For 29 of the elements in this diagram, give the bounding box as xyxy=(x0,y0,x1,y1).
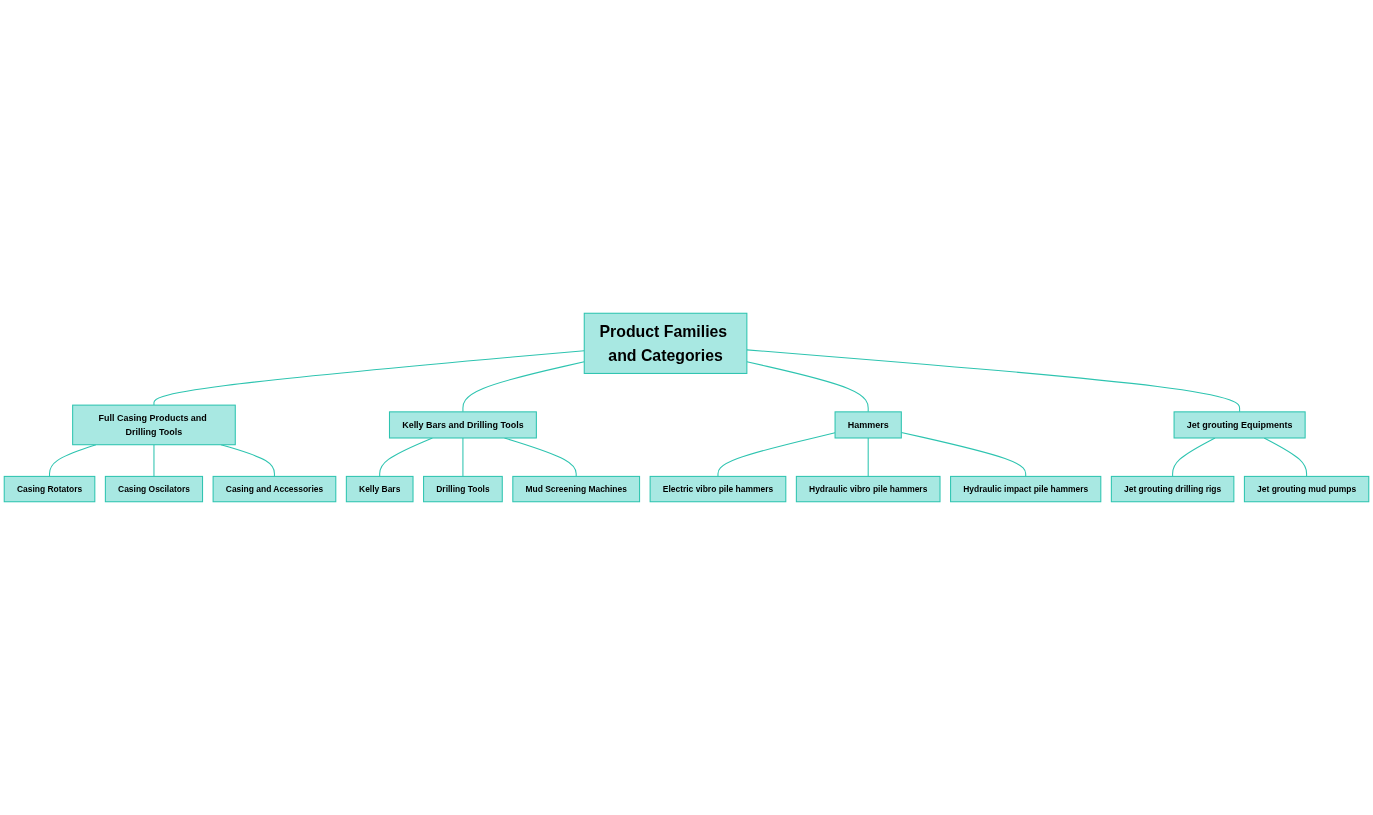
connector xyxy=(220,444,275,477)
connector xyxy=(49,444,97,477)
connector xyxy=(746,361,869,413)
node-box: Kelly Bars and Drilling Tools xyxy=(388,411,537,439)
node-box: Casing and Accessories xyxy=(212,475,337,503)
node-box: Hammers xyxy=(834,411,902,439)
node-box: Kelly Bars xyxy=(345,475,414,503)
connector xyxy=(462,361,585,413)
node-box: Electric vibro pile hammers xyxy=(649,475,787,503)
node-box: Product Families and Categories xyxy=(583,312,748,374)
connector xyxy=(746,349,1241,413)
node-box: Jet grouting mud pumps xyxy=(1243,475,1370,503)
node-box: Hydraulic impact pile hammers xyxy=(950,475,1102,503)
connector xyxy=(717,432,836,477)
node-box: Mud Screening Machines xyxy=(512,475,641,503)
node-box: Jet grouting Equipments xyxy=(1173,411,1306,439)
node-box: Hydraulic vibro pile hammers xyxy=(795,475,941,503)
node-box: Jet grouting drilling rigs xyxy=(1110,475,1235,503)
connector xyxy=(153,444,155,477)
connector xyxy=(379,437,433,477)
node-box: Casing Rotators xyxy=(3,475,96,503)
connector xyxy=(462,437,464,477)
connector xyxy=(153,350,585,406)
connector xyxy=(867,437,869,477)
connector xyxy=(1172,437,1216,477)
node-box: Drilling Tools xyxy=(423,475,503,503)
node-box: Casing Oscilators xyxy=(104,475,204,503)
node-box: Full Casing Products and Drilling Tools xyxy=(72,404,236,446)
connector xyxy=(1263,437,1308,477)
